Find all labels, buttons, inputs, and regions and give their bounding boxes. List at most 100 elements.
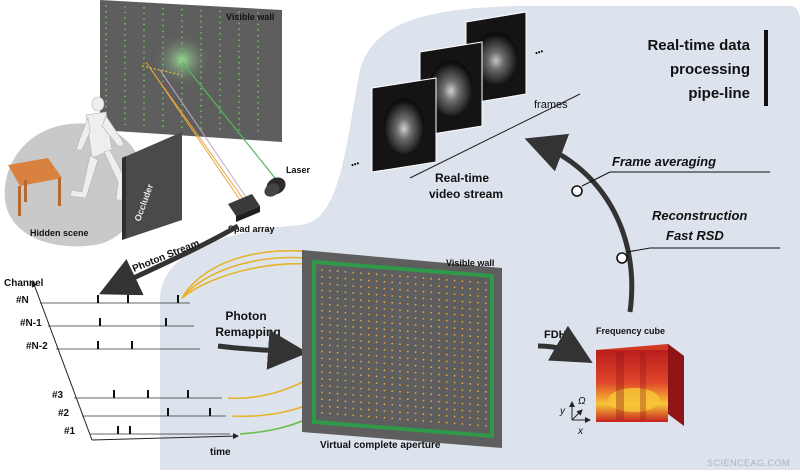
aperture-grid-dot (469, 382, 472, 385)
aperture-grid-dot (344, 325, 347, 328)
aperture-grid-dot (367, 286, 370, 289)
aperture-grid-dot (453, 300, 456, 302)
aperture-grid-dot (469, 321, 472, 324)
aperture-grid-dot (430, 352, 433, 355)
aperture-grid-dot (484, 363, 487, 366)
wall-grid-dot (219, 55, 221, 58)
aperture-grid-dot (360, 306, 362, 308)
wall-grid-dot (200, 37, 202, 40)
wall-grid-dot (219, 72, 221, 74)
aperture-grid-dot (336, 338, 339, 341)
wall-grid-dot (200, 82, 202, 85)
aperture-grid-dot (406, 405, 409, 407)
photon-remapping-label-line1: Photon (225, 309, 266, 323)
aperture-grid-dot (383, 396, 386, 399)
aperture-grid-dot (477, 397, 479, 399)
aperture-grid-dot (383, 376, 386, 378)
wall-grid-dot (143, 113, 145, 116)
aperture-grid-dot (367, 415, 370, 418)
aperture-grid-dot (375, 300, 378, 303)
aperture-grid-dot (375, 287, 378, 289)
aperture-grid-dot (438, 373, 440, 376)
aperture-grid-dot (399, 336, 401, 339)
aperture-grid-dot (321, 296, 323, 299)
wall-grid-dot (219, 105, 221, 108)
channel-label: #3 (52, 390, 64, 401)
aperture-grid-dot (328, 351, 331, 354)
aperture-grid-dot (383, 335, 386, 338)
aperture-grid-dot (328, 276, 331, 279)
aperture-grid-dot (344, 339, 347, 341)
aperture-grid-dot (367, 293, 370, 295)
aperture-grid-dot (430, 325, 433, 328)
wall-grid-dot (257, 17, 259, 20)
aperture-grid-dot (469, 342, 472, 344)
visible-wall-top-label: Visible wall (226, 12, 274, 22)
axis-omega-label: Ω (578, 396, 586, 407)
aperture-grid-dot (422, 284, 425, 286)
channel-lines (40, 295, 230, 435)
aperture-grid-dot (414, 405, 417, 408)
aperture-grid-dot (352, 298, 355, 301)
wall-grid-dot (200, 116, 202, 118)
table-figure (8, 158, 62, 216)
channel-axis-label: Channel (4, 278, 44, 289)
aperture-grid-dot (383, 321, 386, 324)
wall-grid-dot (105, 89, 107, 91)
wall-grid-dot (257, 73, 259, 76)
wall-grid-dot (162, 52, 164, 55)
aperture-grid-dot (422, 304, 425, 307)
aperture-grid-dot (477, 376, 479, 379)
aperture-grid-dot (391, 329, 394, 331)
aperture-grid-dot (430, 413, 433, 416)
aperture-grid-dot (360, 326, 362, 329)
aperture-grid-dot (367, 374, 370, 377)
aperture-grid-dot (344, 400, 347, 402)
aperture-grid-dot (469, 301, 472, 304)
frequency-cube-label: Frequency cube (596, 326, 665, 336)
aperture-grid-dot (438, 407, 440, 410)
wall-grid-dot (143, 29, 145, 32)
aperture-grid-dot (461, 395, 464, 398)
aperture-grid-dot (360, 387, 362, 390)
aperture-grid-dot (360, 333, 362, 336)
aperture-grid-dot (414, 330, 417, 333)
aperture-grid-dot (477, 417, 479, 420)
aperture-grid-dot (438, 298, 440, 301)
aperture-grid-dot (375, 321, 378, 323)
aperture-grid-dot (445, 353, 448, 356)
wall-grid-dot (143, 6, 145, 9)
wall-grid-dot (200, 65, 202, 68)
aperture-grid-dot (383, 416, 386, 419)
wall-grid-dot (200, 88, 202, 90)
aperture-grid-dot (430, 373, 433, 375)
aperture-grid-dot (383, 294, 386, 297)
aperture-grid-dot (360, 340, 362, 342)
time-axis-label: time (210, 447, 231, 458)
wall-grid-dot (219, 122, 221, 125)
aperture-grid-dot (352, 292, 355, 294)
wall-grid-dot (162, 108, 164, 111)
wall-grid-dot (124, 45, 126, 47)
frame-averaging-node (571, 185, 583, 197)
wall-grid-dot (238, 11, 240, 14)
wall-grid-dot (105, 55, 107, 58)
wall-grid-dot (257, 29, 259, 31)
aperture-grid-dot (461, 423, 464, 425)
aperture-grid-dot (414, 310, 417, 313)
wall-grid-dot (200, 48, 202, 51)
aperture-grid-dot (336, 270, 339, 273)
aperture-grid-dot (328, 344, 331, 347)
aperture-grid-dot (328, 378, 331, 381)
aperture-grid-dot (438, 366, 440, 369)
wall-grid-dot (219, 21, 221, 24)
aperture-grid-dot (391, 417, 394, 420)
light-paths (141, 61, 276, 201)
aperture-grid-dot (375, 382, 378, 384)
aperture-grid-dot (453, 334, 456, 336)
aperture-grid-dot (321, 364, 323, 367)
aperture-grid-dot (344, 386, 347, 389)
wall-grid-dot (200, 20, 202, 23)
aperture-grid-dot (336, 317, 339, 320)
